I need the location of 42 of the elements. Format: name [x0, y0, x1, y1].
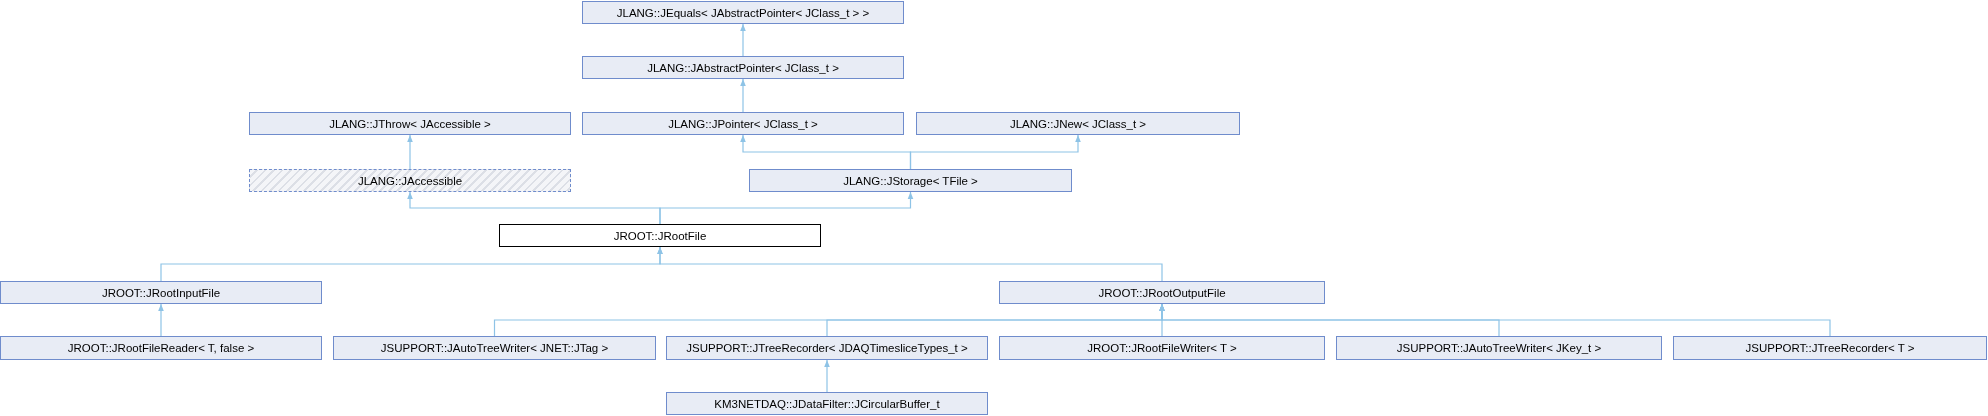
class-name: JSUPPORT::JTreeRecorder< T > [1745, 342, 1915, 354]
class-name: JROOT::JRootFileReader< T, false > [67, 342, 255, 354]
class-box [916, 112, 1240, 135]
class-box [582, 56, 904, 79]
class-box [249, 112, 571, 135]
class-box [1336, 336, 1662, 360]
class-name: JROOT::JRootFileWriter< T > [1087, 342, 1237, 354]
class-box [582, 1, 904, 24]
inheritance-arrow [909, 134, 1081, 170]
class-name: JROOT::JRootFile [613, 229, 707, 242]
class-name: JSUPPORT::JAutoTreeWriter< JKey_t > [1396, 342, 1602, 354]
class-name: JLANG::JNew< JClass_t > [1009, 117, 1147, 130]
class-name: JLANG::JThrow< JAccessible > [329, 117, 491, 130]
class-box [666, 392, 988, 415]
class-name: JROOT::JRootOutputFile [1098, 286, 1226, 299]
class-name: JLANG::JPointer< JClass_t > [668, 117, 818, 130]
class-box [333, 336, 656, 360]
class-box [582, 112, 904, 135]
class-box [1673, 336, 1987, 360]
class-name: JLANG::JAbstractPointer< JClass_t > [647, 61, 839, 74]
class-box [499, 224, 821, 247]
class-name: JSUPPORT::JAutoTreeWriter< JNET::JTag > [380, 342, 609, 354]
inheritance-arrow [158, 303, 164, 337]
class-box [666, 336, 988, 360]
inheritance-arrow [740, 23, 746, 57]
class-name: JLANG::JEquals< JAbstractPointer< JClass_t > > [616, 6, 870, 19]
inheritance-arrow [657, 246, 1163, 282]
class-name: JROOT::JRootInputFile [101, 286, 221, 299]
class-name: JLANG::JStorage< TFile > [843, 174, 978, 187]
inheritance-arrow [824, 359, 830, 393]
class-name: JLANG::JAccessible [357, 174, 463, 187]
class-box [0, 281, 322, 304]
class-name: JSUPPORT::JTreeRecorder< JDAQTimesliceTypes_t > [686, 342, 968, 354]
class-box [999, 336, 1325, 360]
class-box [0, 336, 322, 360]
class-box [749, 169, 1072, 192]
class-box [249, 169, 571, 192]
class-box [999, 281, 1325, 304]
inheritance-arrow [659, 191, 914, 225]
class-name: KM3NETDAQ::JDataFilter::JCircularBuffer_t [714, 397, 940, 410]
inheritance-arrow [407, 134, 413, 170]
inheritance-arrow [740, 78, 746, 113]
